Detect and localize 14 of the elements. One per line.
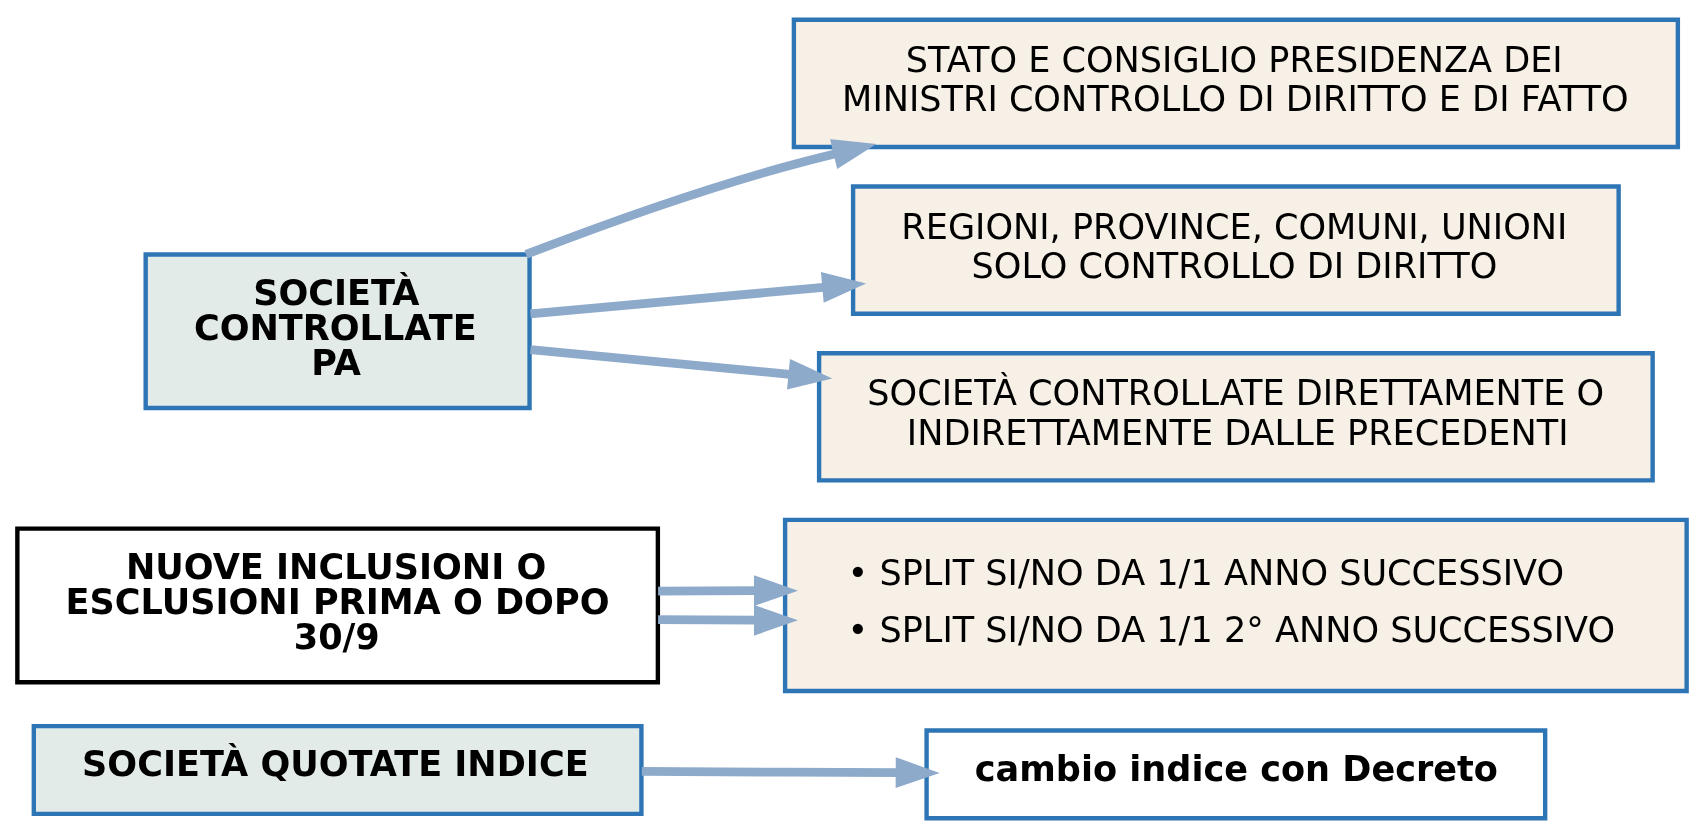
node-box: NUOVE INCLUSIONI O ESCLUSIONI PRIMA O DOPO 30/9 <box>15 526 661 684</box>
node-box: SOCIETÀ QUOTATE INDICE <box>31 723 644 816</box>
node-box: SOCIETÀ CONTROLLATE PA <box>143 251 532 410</box>
arrow <box>658 604 798 636</box>
arrow <box>641 756 940 788</box>
arrow <box>524 138 877 258</box>
arrow <box>530 344 833 390</box>
arrow <box>530 271 867 318</box>
node-box: cambio indice con Decreto <box>924 727 1548 820</box>
node-box: STATO E CONSIGLIO PRESIDENZA DEI MINISTRI CONTROLLO DI DIRITTO E DI FATTO <box>791 17 1681 149</box>
node-box: REGIONI, PROVINCE, COMUNI, UNIONI SOLO CONTROLLO DI DIRITTO <box>850 183 1621 316</box>
node-box: SOCIETÀ CONTROLLATE DIRETTAMENTE O INDIRETTAMENTE DALLE PRECEDENTI <box>816 350 1655 483</box>
arrow <box>658 574 798 606</box>
node-box: • SPLIT SI/NO DA 1/1 ANNO SUCCESSIVO • SPLIT SI/NO DA 1/1 2° ANNO SUCCESSIVO <box>782 517 1689 693</box>
